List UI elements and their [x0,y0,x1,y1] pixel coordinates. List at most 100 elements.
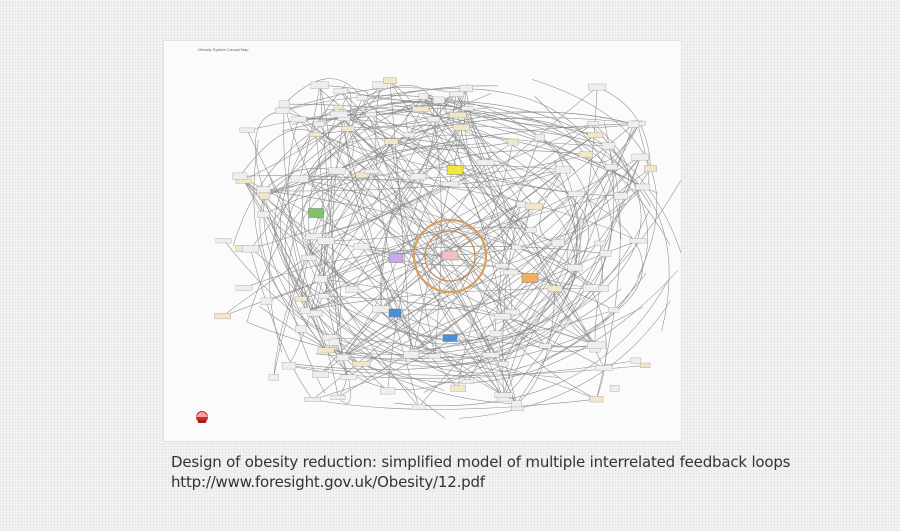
variable-node [568,190,585,197]
causal-link [456,93,535,207]
variable-node [372,81,388,89]
causal-link [262,169,563,192]
causal-link [342,193,577,358]
variable-node [242,245,260,253]
feedback-link [288,180,681,341]
causal-link [342,205,535,358]
causal-link [413,351,504,377]
variable-node [372,305,390,313]
causal-link [338,106,556,289]
causal-link [264,114,372,197]
variable-node [235,285,253,291]
variable-node [305,233,323,240]
causal-link [338,114,419,407]
variable-node [418,93,429,100]
variable-node [333,104,344,110]
causal-link [417,150,587,178]
variable-node [214,313,231,320]
causal-link [413,272,512,352]
variable-node [301,254,317,261]
causal-link [502,316,597,400]
variable-node [496,396,510,402]
orange-hub-node [521,273,539,283]
causal-link [389,80,412,356]
feedback-link [470,115,670,332]
causal-link [323,171,372,297]
causal-link [263,165,563,215]
caption-source-url[interactable]: http://www.foresight.gov.uk/Obesity/12.p… [171,473,485,491]
feedback-link [579,194,643,332]
variable-node [452,124,470,131]
causal-link [298,118,486,164]
causal-link [380,93,457,310]
causal-link [347,128,504,400]
causal-link [342,272,511,358]
green-hub-node [308,208,324,218]
causal-link [502,316,597,348]
causal-link [300,156,641,300]
causal-link [371,169,563,188]
causal-link [574,267,607,400]
variable-node [644,165,657,173]
causal-link [255,110,283,191]
causal-link [423,96,596,350]
variable-node [411,404,426,410]
causal-link [381,267,576,311]
causal-link [389,80,517,248]
causal-link [320,278,597,346]
core-ring-inner [424,230,476,282]
causal-link [305,96,424,311]
causal-link [222,186,643,317]
causal-link [288,134,324,366]
variable-node [353,243,370,250]
causal-link [417,99,441,177]
causal-link [243,84,381,181]
causal-link [380,162,486,310]
causal-link [409,124,486,164]
caption-description: Design of obesity reduction: simplified … [171,453,791,471]
variable-node [525,202,543,210]
causal-link [381,308,597,348]
causal-link [338,113,512,273]
feedback-link [469,95,612,353]
variable-node [432,96,445,104]
variable-node [427,116,441,122]
variable-node [503,269,519,276]
figure-caption: Design of obesity reduction: simplified … [171,452,871,492]
feedback-link [558,121,642,323]
causal-link [530,230,597,346]
causal-link [284,103,513,313]
causal-link [387,127,462,391]
variable-node [534,134,545,142]
variable-node [313,121,325,127]
foresight-logo [196,411,208,423]
feedback-link [291,101,671,246]
causal-link [503,123,640,400]
variable-node [380,387,396,395]
variable-node [275,107,291,114]
causal-link [244,245,606,289]
variable-node [551,239,565,247]
variable-node [511,244,522,250]
core-ring-outer [412,218,488,294]
causal-link [314,85,332,314]
variable-node [630,357,642,364]
feedback-link [308,95,561,378]
feedback-link [280,84,445,391]
variable-node [260,297,273,305]
variable-node [599,250,612,257]
causal-link [342,99,440,358]
variable-node [281,362,297,370]
causal-link [243,179,492,356]
causal-link [259,195,302,330]
variable-node [328,338,340,346]
variable-node [215,238,232,244]
feedback-link [404,118,651,207]
causal-link [351,88,467,290]
variable-node [588,83,607,91]
causal-link [503,145,609,364]
variable-node [507,138,519,146]
blue-hub-node-lower [442,334,458,342]
causal-link [299,85,321,179]
causal-map-panel: Obesity System Causal Map [163,40,682,442]
